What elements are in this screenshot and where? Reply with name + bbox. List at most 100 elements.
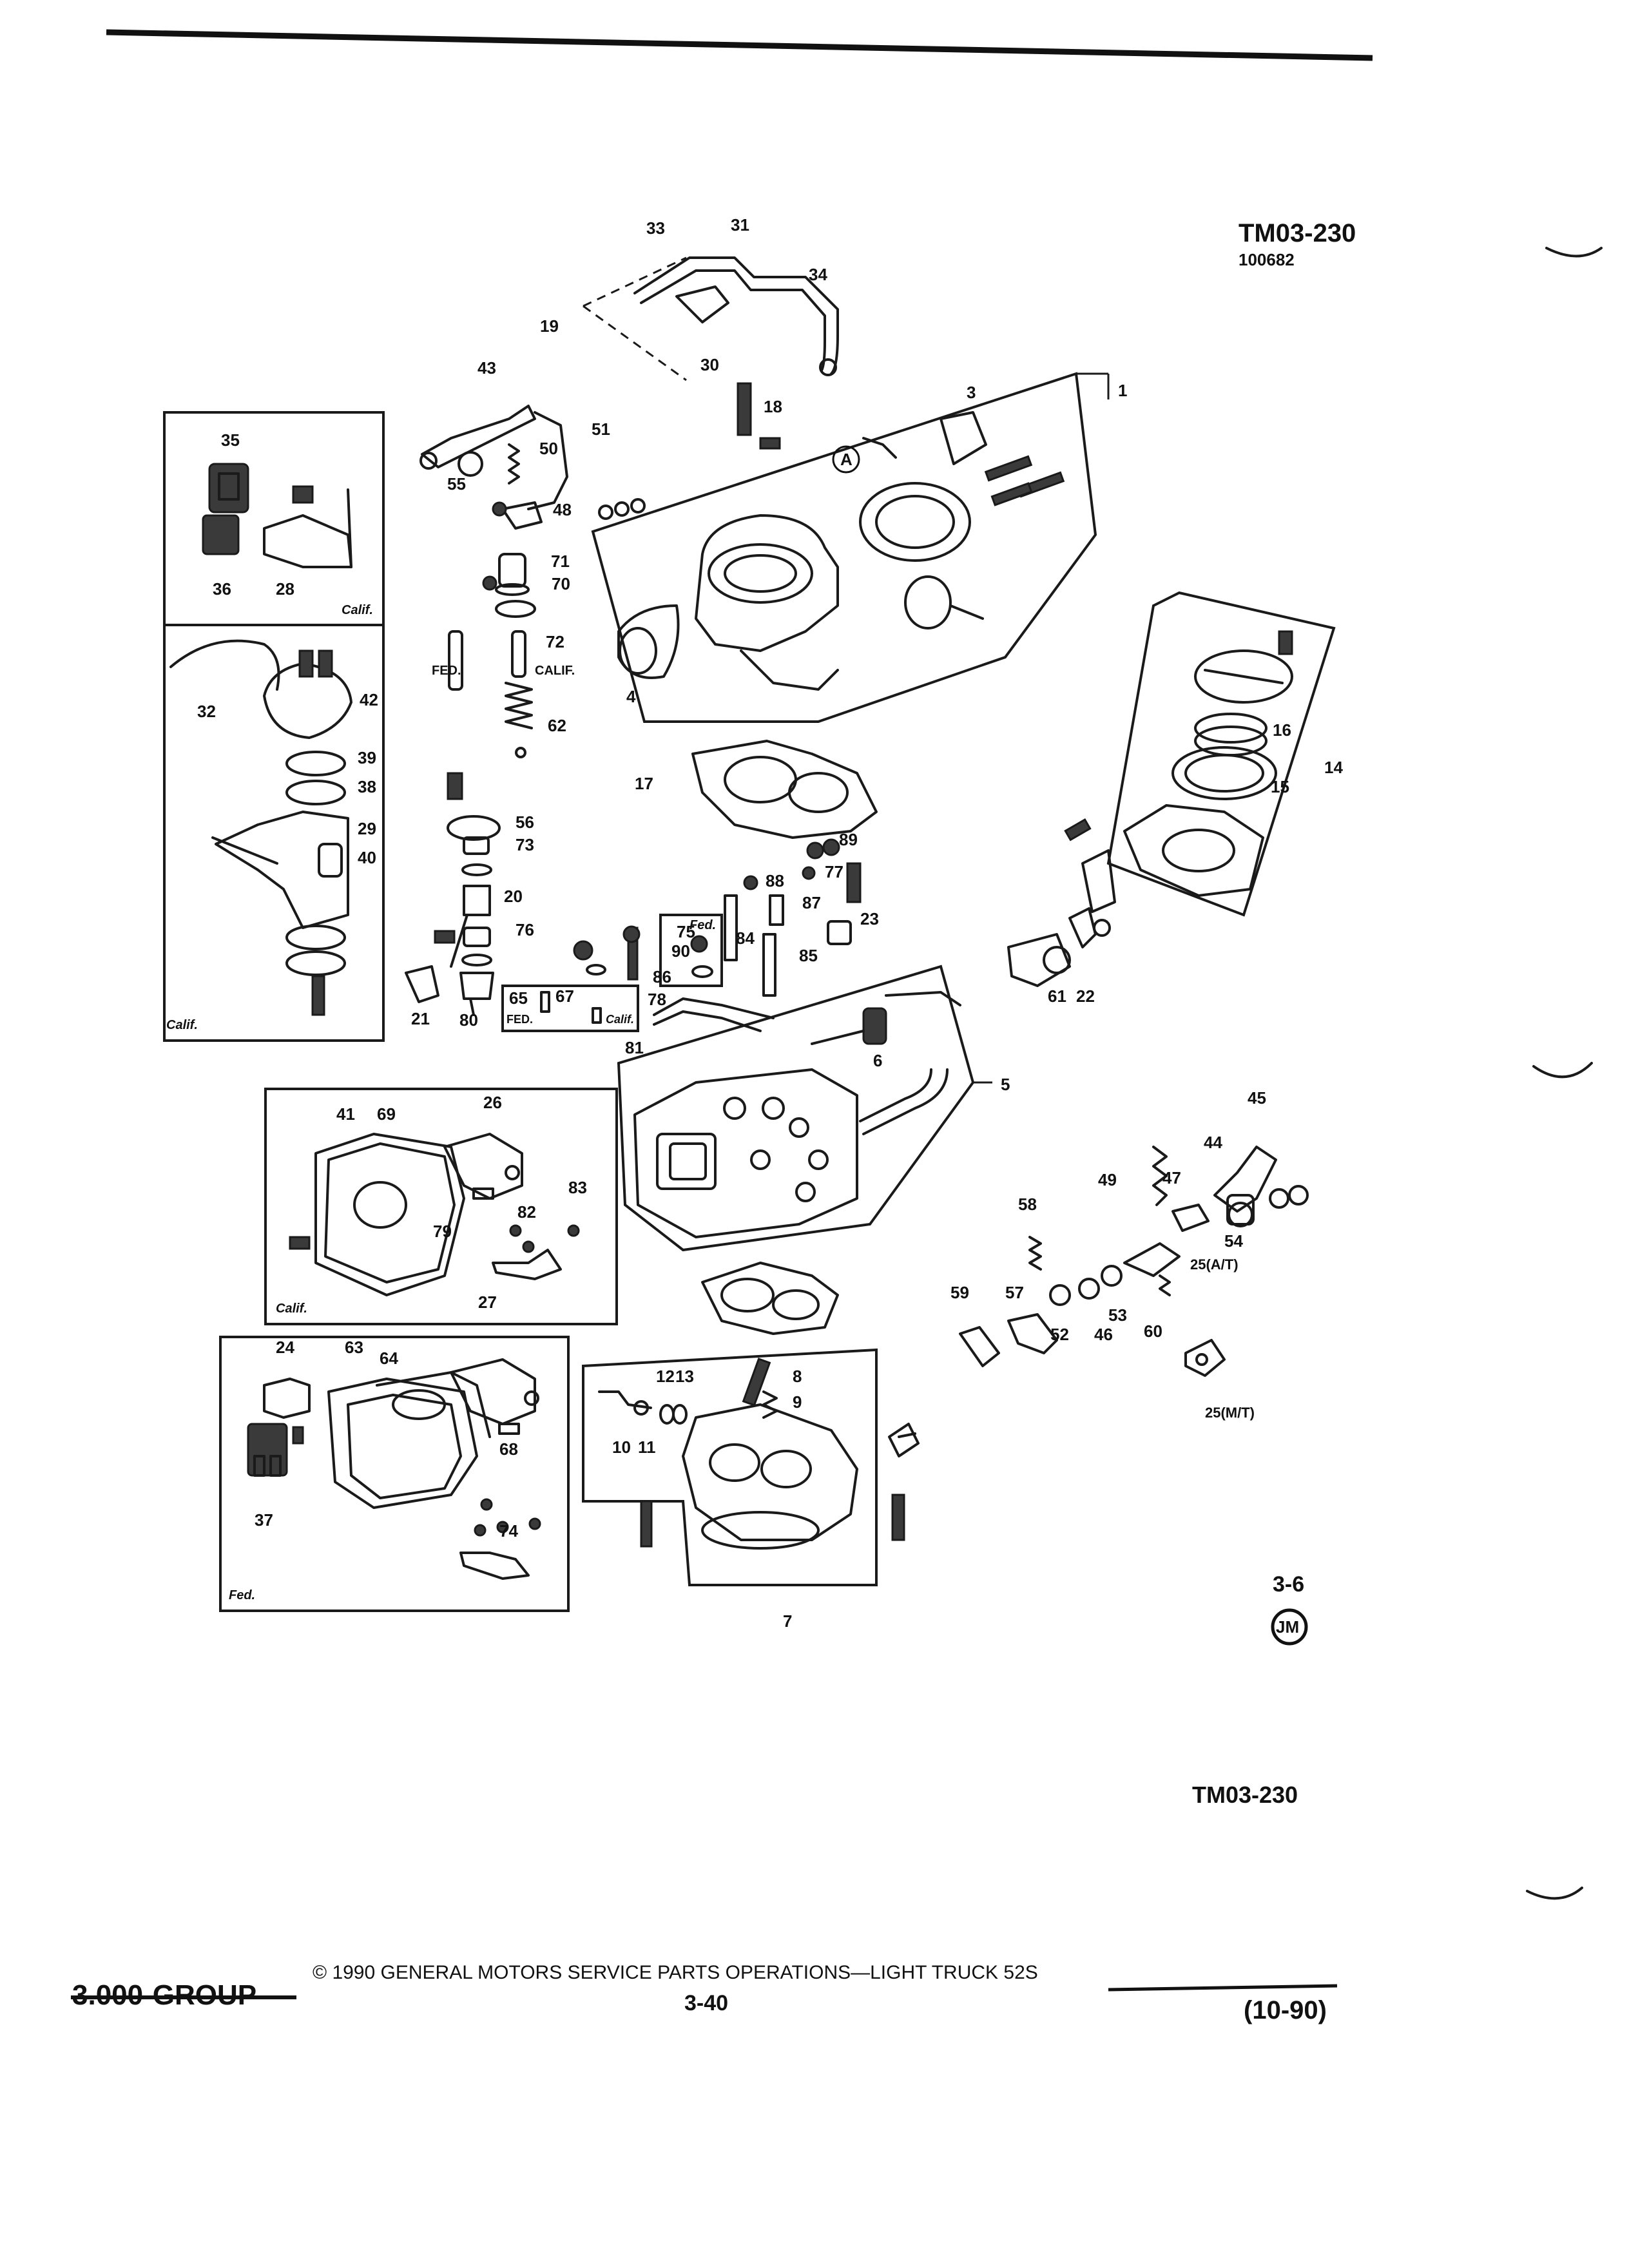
callout-35: 35 [221,430,240,450]
footer-copyright: © 1990 GENERAL MOTORS SERVICE PARTS OPER… [313,1962,1038,1983]
callout-30: 30 [700,355,719,374]
assembly-5-outline [617,965,975,1252]
inset-label-fed-1: Fed. [229,1588,256,1602]
label-calif-65: Calif. [606,1013,635,1026]
callout-18: 18 [764,397,782,416]
part-18-screws-upper [737,382,781,450]
part-43-linkage [419,405,536,470]
footer-rule-right [1108,1984,1338,1992]
part-18-bolt-cluster [846,862,862,903]
callout-40: 40 [358,848,376,867]
callout-41: 41 [336,1104,355,1124]
part-41-69-housing [314,1133,465,1296]
callout-90: 90 [671,941,690,961]
part-84-85 [724,894,776,997]
callout-85: 85 [799,946,818,965]
section-ref: 3-6 [1273,1572,1305,1597]
callout-33: 33 [646,218,665,238]
part-18-screw-left [1064,818,1092,841]
footer-page-number: 3-40 [684,1991,729,2015]
callout-24: 24 [276,1338,294,1357]
part-18-19-right [1269,1185,1309,1209]
part-26-calif [443,1133,523,1200]
callout-44: 44 [1204,1133,1222,1152]
callout-48: 48 [553,500,572,519]
part-57-bracket [1007,1313,1058,1354]
footer-group: 3.000-GROUP [72,1979,257,2011]
callout-65: 65 [509,988,528,1008]
part-base-plate [1123,804,1264,897]
callout-13: 13 [675,1367,694,1386]
callout-19: 19 [540,316,559,336]
part-19-fed [691,965,713,978]
part-61-22-19 [1007,907,1111,987]
part-35 [208,463,249,514]
assembly-14-outline [1106,591,1336,917]
part-18-calif-bottom [289,1236,311,1250]
part-28-bracket [263,488,352,568]
callout-74: 74 [499,1521,518,1541]
label-fed-72: FED. [432,664,461,678]
part-37 [247,1423,288,1477]
part-29-bracket [211,811,349,929]
callout-49: 49 [1098,1170,1117,1189]
callout-38: 38 [358,777,376,796]
part-56 [447,815,501,841]
top-rule [106,29,1373,61]
callout-10: 10 [612,1437,631,1457]
inset-box-calif-upper [163,411,385,626]
part-80 [459,972,494,1016]
part-18-bolt-mid [447,772,463,800]
callout-84: 84 [736,928,755,948]
callout-78: 78 [648,990,666,1009]
callout-22: 22 [1076,986,1095,1006]
inset-label-calif-2: Calif. [166,1018,198,1032]
callout-29: 29 [358,819,376,838]
callout-54: 54 [1224,1231,1243,1251]
callout-16: 16 [1273,720,1291,740]
callout-70: 70 [552,574,570,593]
part-23 [827,920,852,945]
inset-label-calif-1: Calif. [342,603,373,617]
callout-62: 62 [548,716,566,735]
callout-9: 9 [793,1392,802,1412]
part-18-bolt-b [311,975,325,1016]
inset-box-calif-lower [163,624,385,1042]
callout-20: 20 [504,887,523,906]
callout-57: 57 [1005,1283,1024,1302]
part-30-bracket [675,285,729,323]
callout-17: 17 [635,774,653,793]
part-19-washers-top [598,498,646,520]
part-19-mid [461,863,492,876]
inset-box-fed [219,1336,570,1612]
part-32-hose [169,639,280,691]
callout-6: 6 [873,1051,882,1070]
part-17-oring [495,600,536,618]
callout-34: 34 [809,265,827,284]
callout-60: 60 [1144,1321,1162,1341]
callout-58: 58 [1018,1195,1037,1214]
part-77-88 [743,866,816,890]
callout-81: 81 [625,1038,644,1057]
part-90 [690,935,708,953]
inset-65-67 [501,985,639,1032]
part-48-clip [492,501,543,530]
part-24 [263,1378,311,1419]
callout-89: 89 [839,830,858,849]
part-19-mid-b [461,954,492,966]
part-17-gasket-lower [701,1262,839,1335]
part-17-gasket-right [1081,849,1116,913]
part-47-lever [1171,1204,1210,1232]
label-fed-65: FED. [506,1013,534,1026]
part-54 [1226,1194,1255,1225]
callout-50: 50 [539,439,558,458]
callout-87: 87 [802,893,821,912]
callout-80: 80 [459,1010,478,1030]
callout-5: 5 [1001,1075,1010,1094]
callout-21: 21 [411,1009,430,1028]
part-75-89 [806,838,840,860]
part-hose-5 [859,1068,949,1135]
part-6-solenoid [811,991,961,1045]
callout-28: 28 [276,579,294,599]
